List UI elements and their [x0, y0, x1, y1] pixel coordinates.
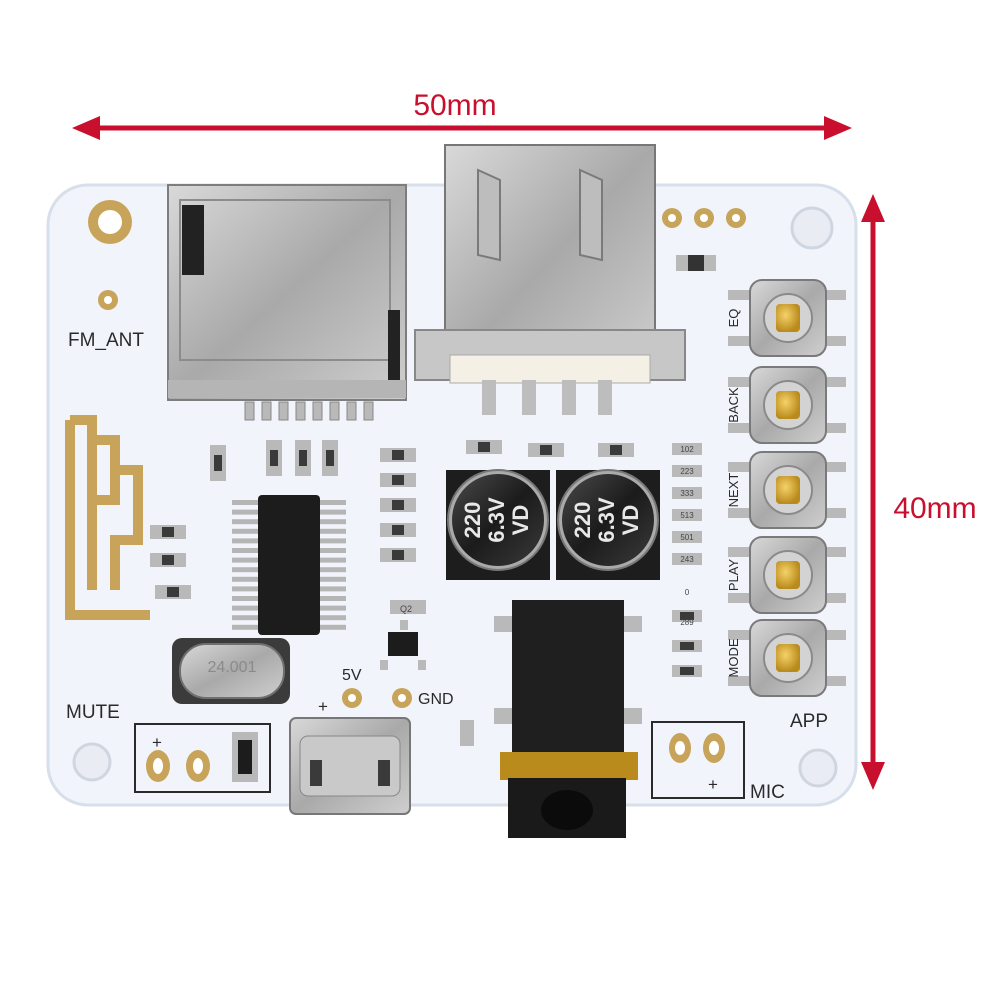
- height-label: 40mm: [893, 492, 976, 525]
- header-pads: [662, 208, 746, 271]
- button-cap[interactable]: [776, 304, 800, 332]
- fm-ant-label: FM_ANT: [68, 330, 144, 351]
- tactile-button-back[interactable]: BACK: [726, 366, 846, 444]
- mic-terminals: [651, 721, 745, 799]
- power-pads: [342, 688, 412, 708]
- button-label-mode: MODE: [726, 638, 741, 677]
- micro-usb-port: [289, 717, 411, 815]
- bluetooth-antenna-trace: [65, 415, 150, 620]
- crystal-oscillator: 24.001: [172, 638, 290, 704]
- width-dimension: 50mm: [72, 89, 852, 140]
- app-label: APP: [790, 711, 828, 732]
- button-cap[interactable]: [776, 644, 800, 672]
- tactile-button-play[interactable]: PLAY: [726, 536, 846, 614]
- q2-label: Q2: [400, 604, 412, 614]
- capacitor-marking: VD: [618, 505, 643, 536]
- resistor-label: 223: [680, 467, 694, 476]
- resistor-label: 289: [680, 618, 694, 627]
- resistor-labels: 102 223 333 513 501 243 289 0: [680, 445, 694, 627]
- resistor-label: 0: [685, 588, 690, 597]
- button-label-eq: EQ: [726, 309, 741, 328]
- tactile-button-mode[interactable]: MODE: [726, 619, 846, 697]
- button-label-play: PLAY: [726, 559, 741, 592]
- sd-slot-pins: [244, 401, 374, 421]
- smd-components: [150, 440, 702, 746]
- button-label-back: BACK: [726, 387, 741, 423]
- width-label: 50mm: [413, 89, 496, 122]
- crystal-marking: 24.001: [208, 659, 257, 676]
- button-label-next: NEXT: [726, 473, 741, 508]
- capacitor-marking: 220: [570, 502, 595, 539]
- sd-card-slot: [167, 184, 407, 401]
- capacitor-marking: 6.3V: [594, 497, 619, 543]
- power-plus-label: +: [318, 697, 328, 716]
- gnd-label: GND: [418, 691, 454, 708]
- mounting-holes: [72, 200, 838, 788]
- capacitor-marking: VD: [508, 505, 533, 536]
- audio-jack: [494, 600, 642, 838]
- resistor-label: 501: [680, 533, 694, 542]
- height-dimension: 40mm: [861, 194, 977, 790]
- five-v-label: 5V: [342, 667, 362, 684]
- resistor-label: 513: [680, 511, 694, 520]
- mic-plus-label: +: [708, 775, 718, 794]
- resistor-label: 333: [680, 489, 694, 498]
- speaker-plus-label: +: [152, 733, 162, 752]
- main-ic: [258, 495, 320, 635]
- fm-antenna-pad: [98, 290, 118, 310]
- usb-a-port: [414, 144, 686, 415]
- capacitor-marking: 220: [460, 502, 485, 539]
- mic-label: MIC: [750, 782, 785, 803]
- capacitor-marking: 6.3V: [484, 497, 509, 543]
- tactile-button-next[interactable]: NEXT: [726, 451, 846, 529]
- button-column: EQ BACK NEXT PLAY MODE: [726, 279, 846, 697]
- tactile-button-eq[interactable]: EQ: [726, 279, 846, 357]
- button-cap[interactable]: [776, 391, 800, 419]
- speaker-terminals: [134, 723, 271, 793]
- mute-label: MUTE: [66, 702, 120, 723]
- resistor-label: 243: [680, 555, 694, 564]
- button-cap[interactable]: [776, 561, 800, 589]
- main-ic-pins: [232, 500, 346, 630]
- resistor-label: 102: [680, 445, 694, 454]
- button-cap[interactable]: [776, 476, 800, 504]
